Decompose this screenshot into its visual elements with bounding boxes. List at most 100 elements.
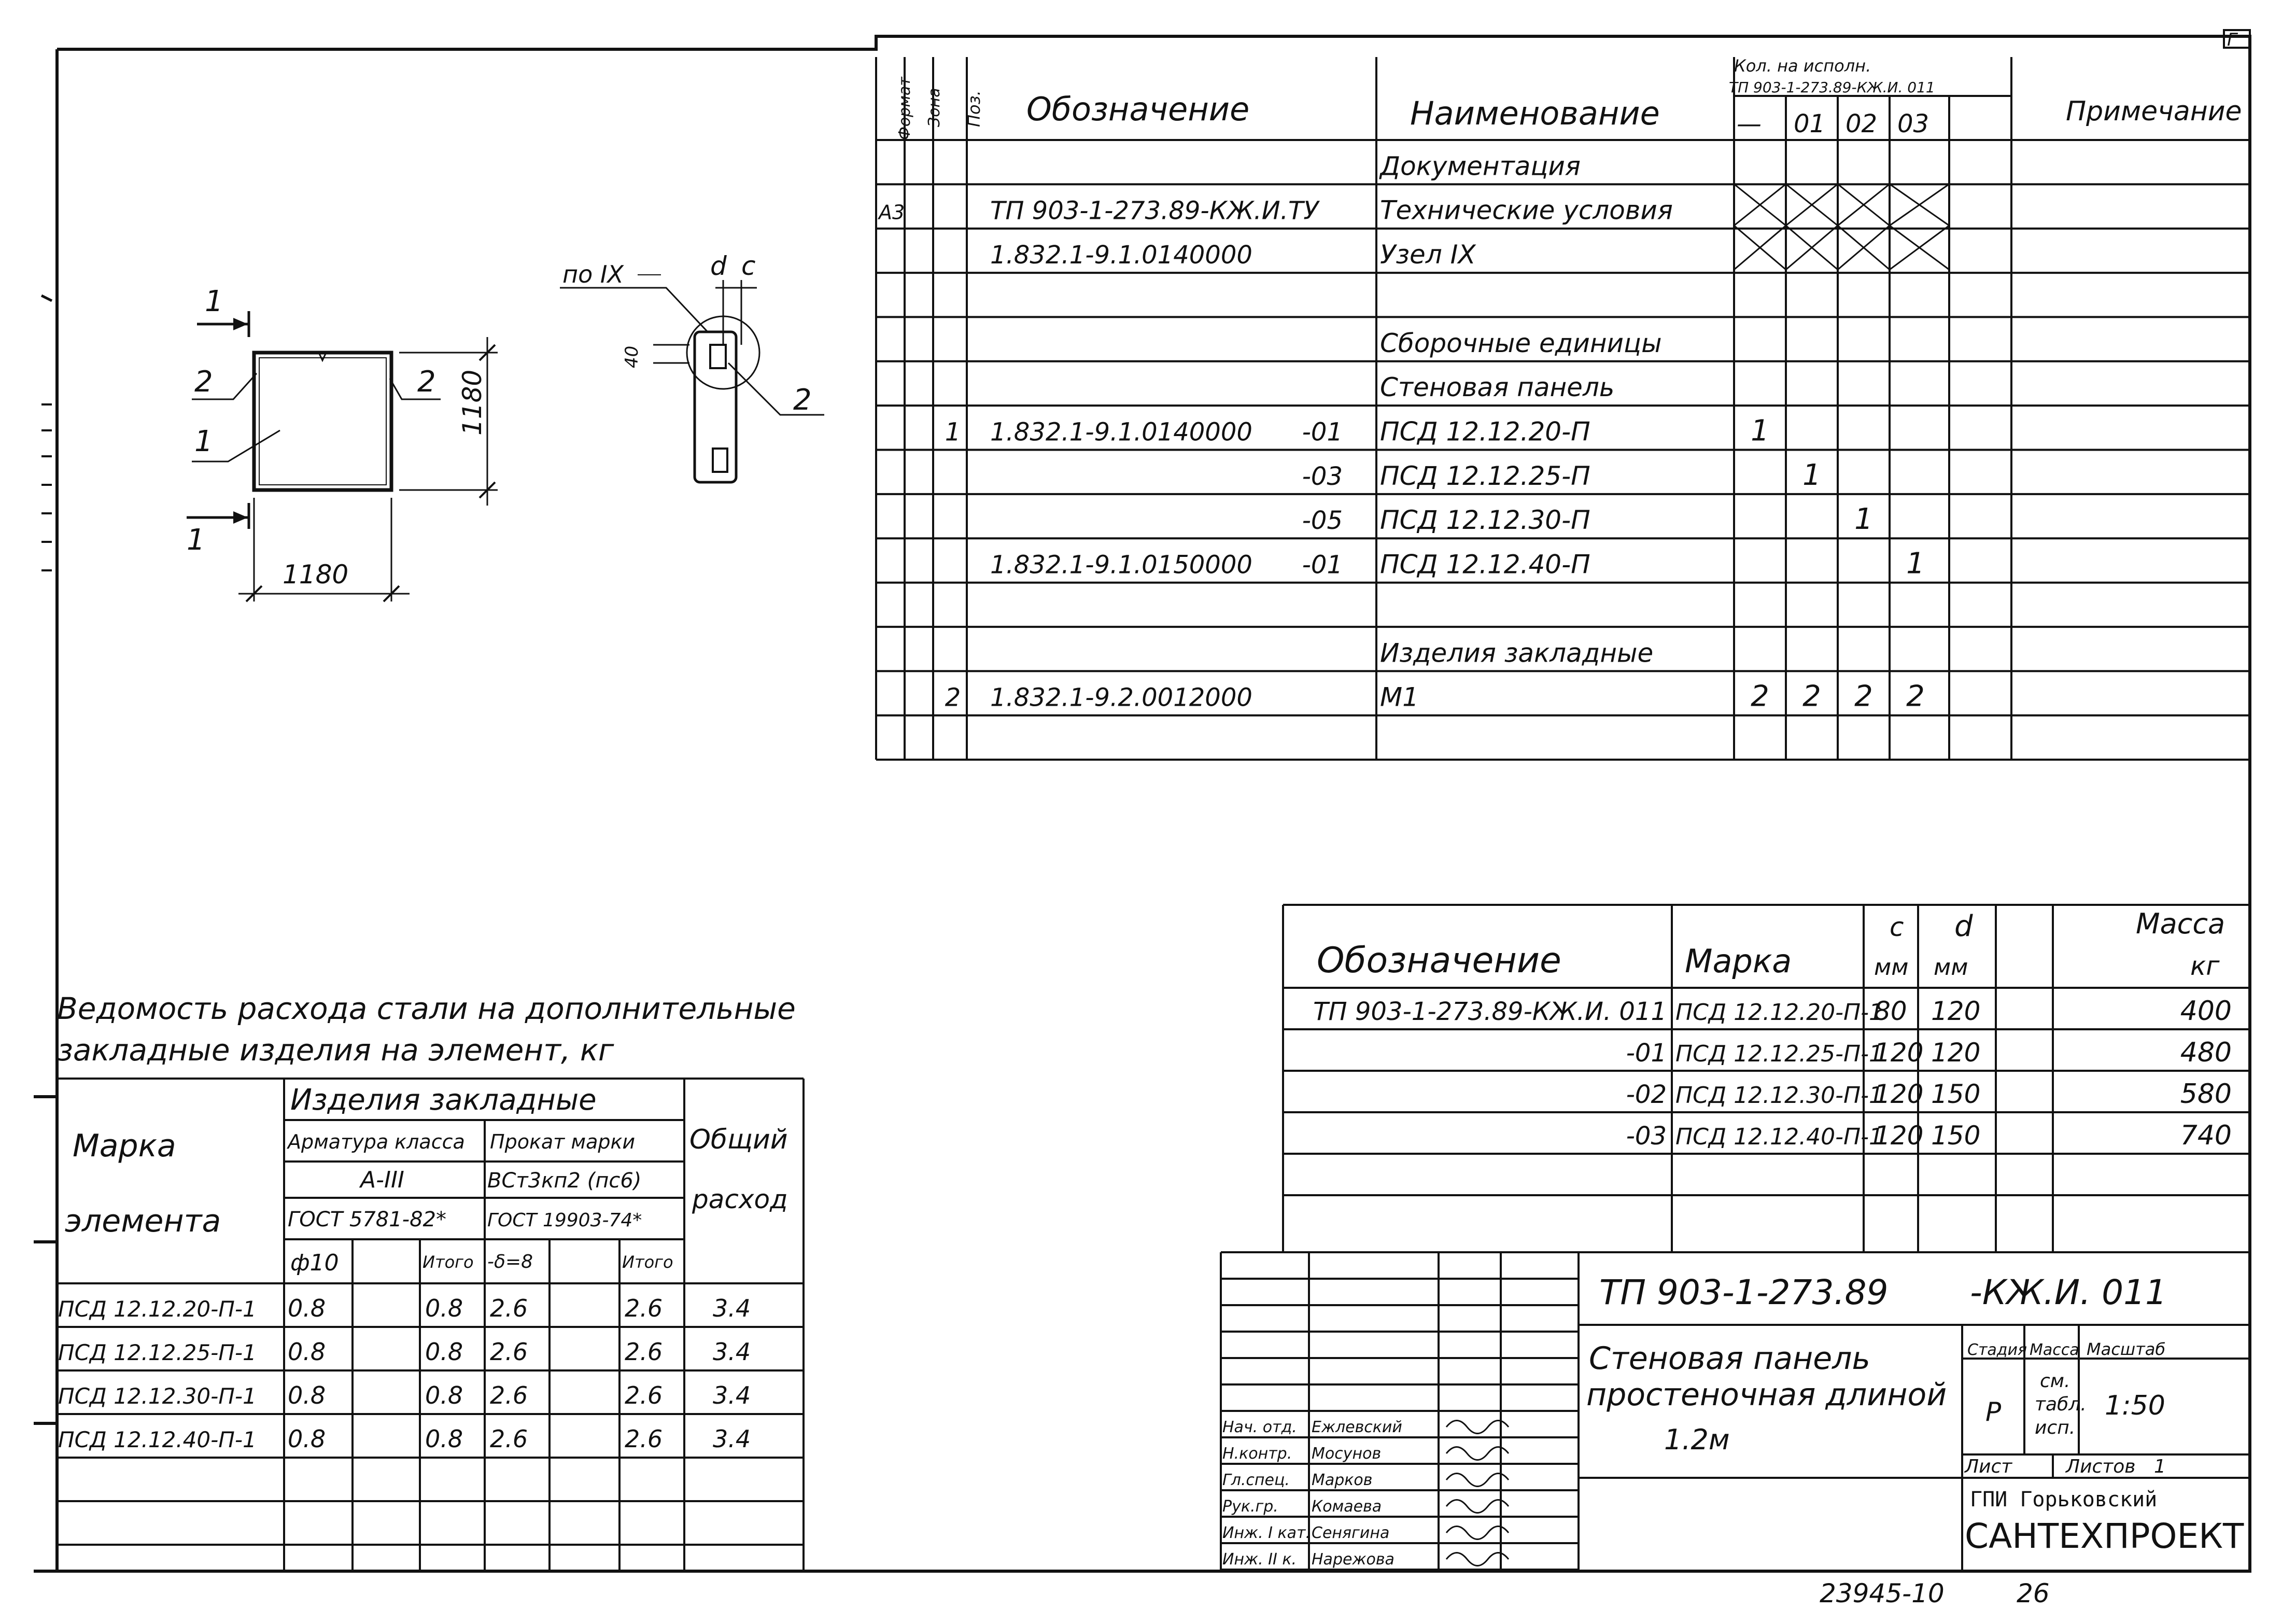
- spec-qty-cell: 1: [1906, 547, 1925, 581]
- marks-mass-cell: 740: [2180, 1120, 2232, 1151]
- spec-qty-cell: 2: [1751, 680, 1769, 713]
- tb-org-1: ГПИ Горьковский: [1970, 1488, 2157, 1512]
- steel-phi-cell: 0.8: [288, 1381, 326, 1409]
- tb-code: ТП 903-1-273.89: [1599, 1272, 1888, 1312]
- tb-role-cell: Инж. II к.: [1222, 1550, 1297, 1569]
- steel-header-embedded: Изделия закладные: [290, 1083, 597, 1117]
- dimension-width: 1180: [283, 559, 348, 590]
- tb-sheets: 1: [2154, 1456, 2166, 1477]
- node-leader-2: 2: [793, 383, 812, 417]
- spec-name-cell: Узел IX: [1380, 240, 1476, 270]
- steel-header-rebar-gost: ГОСТ 5781-82*: [288, 1208, 446, 1232]
- spec-suffix-cell: -05: [1302, 506, 1343, 535]
- qty-col-2: 01: [1794, 109, 1825, 138]
- steel-total-cell: 3.4: [713, 1425, 751, 1453]
- header-zone: Зона: [925, 88, 943, 127]
- spec-designation-cell: 1.832.1-9.1.0140000: [990, 418, 1252, 447]
- marks-d-cell: 150: [1931, 1079, 1980, 1109]
- marks-designation-cell: -02: [1626, 1080, 1667, 1109]
- marks-designation-cell: -01: [1626, 1039, 1667, 1068]
- signature-scribble: [1445, 1473, 1510, 1487]
- steel-mark-cell: ПСД 12.12.30-П-1: [58, 1383, 257, 1409]
- spec-name-cell: Стеновая панель: [1380, 372, 1614, 402]
- spec-pos-cell: 2: [945, 683, 961, 712]
- steel-delta-cell: 2.6: [490, 1338, 528, 1366]
- footer-page: 26: [2017, 1578, 2050, 1608]
- qty-col-1: —: [1737, 109, 1762, 138]
- spec-qty-cell: 2: [1906, 680, 1925, 713]
- spec-name-cell: ПСД 12.12.30-П: [1380, 505, 1590, 535]
- steel-header-rebar-class: А-III: [359, 1167, 404, 1193]
- signature-scribble: [1445, 1446, 1510, 1461]
- marks-mass-cell: 400: [2180, 996, 2232, 1027]
- steel-mark-cell: ПСД 12.12.25-П-1: [58, 1340, 257, 1365]
- dimension-d: d: [710, 251, 727, 281]
- tb-code-suffix: -КЖ.И. 011: [1970, 1272, 2167, 1312]
- footer-number: 23945-10: [1820, 1578, 1945, 1608]
- steel-delta-cell: 2.6: [490, 1294, 528, 1322]
- tb-surname-cell: Марков: [1312, 1471, 1372, 1489]
- panel-drawing: 1 1 2 2 1 1180 1180: [187, 285, 498, 603]
- marks-mass-cell: 580: [2180, 1079, 2232, 1110]
- steel-itogo1-cell: 0.8: [425, 1294, 463, 1322]
- steel-header-mark-1: Марка: [73, 1128, 176, 1164]
- node-reference: по IX: [562, 260, 624, 288]
- marks-c-cell: 120: [1874, 1038, 1923, 1068]
- steel-delta-cell: 2.6: [490, 1381, 528, 1409]
- marks-header-c: c: [1890, 912, 1904, 942]
- steel-header-delta: -δ=8: [487, 1251, 533, 1272]
- spec-suffix-cell: -01: [1302, 418, 1343, 447]
- corner-mark: Г: [2227, 30, 2238, 50]
- marks-header-mass-unit: кг: [2190, 951, 2220, 981]
- tb-mass-2: табл.: [2035, 1394, 2087, 1415]
- header-format: Формат: [896, 76, 914, 140]
- tb-role-cell: Рук.гр.: [1222, 1498, 1278, 1516]
- steel-total-cell: 3.4: [713, 1338, 751, 1366]
- spec-designation-cell: 1.832.1-9.1.0150000: [990, 551, 1252, 580]
- marks-c-cell: 120: [1874, 1121, 1923, 1151]
- tb-mass-label: Масса: [2030, 1341, 2079, 1359]
- header-name: Наименование: [1410, 94, 1660, 132]
- marks-header-c-unit: мм: [1874, 954, 1908, 981]
- tb-role-cell: Н.контр.: [1222, 1445, 1292, 1463]
- steel-header-rolled: Прокат марки: [490, 1130, 635, 1153]
- steel-itogo2-cell: 2.6: [625, 1381, 663, 1409]
- spec-designation-cell: 1.832.1-9.2.0012000: [990, 683, 1252, 712]
- leader-1: 1: [194, 425, 213, 458]
- spec-suffix-cell: -01: [1302, 551, 1343, 580]
- marks-designation-cell: -03: [1626, 1122, 1667, 1151]
- node-detail: по IX d c 40 2: [560, 251, 824, 484]
- marks-mark-cell: ПСД 12.12.30-П-1: [1675, 1082, 1883, 1109]
- steel-header-itogo-1: Итого: [422, 1252, 474, 1272]
- crossed-cells: [1734, 183, 1950, 271]
- steel-header-phi: ф10: [290, 1250, 339, 1276]
- steel-mark-cell: ПСД 12.12.20-П-1: [58, 1296, 257, 1322]
- panel-outline: [252, 351, 393, 492]
- steel-header-rebar: Арматура класса: [286, 1130, 465, 1153]
- marks-c-cell: 120: [1874, 1079, 1923, 1109]
- steel-title-line-1: Ведомость расхода стали на дополнительны…: [57, 991, 796, 1026]
- steel-delta-cell: 2.6: [490, 1425, 528, 1453]
- marks-d-cell: 120: [1931, 1038, 1980, 1068]
- spec-designation-cell: ТП 903-1-273.89-КЖ.И.ТУ: [990, 197, 1320, 226]
- spec-suffix-cell: -03: [1302, 462, 1343, 491]
- tb-name-line-3: 1.2м: [1664, 1423, 1730, 1456]
- header-pos: Поз.: [964, 90, 984, 127]
- tb-name-line-2: простеночная длиной: [1586, 1377, 1947, 1413]
- marks-header-d: d: [1954, 910, 1973, 943]
- spec-name-cell: Сборочные единицы: [1380, 328, 1662, 358]
- spec-qty-cell: 1: [1751, 414, 1769, 448]
- qty-col-4: 03: [1897, 109, 1929, 138]
- dimension-c: c: [741, 251, 756, 281]
- dimension-40: 40: [622, 346, 642, 368]
- title-block-grid: [1220, 1251, 2250, 1571]
- spec-name-cell: Документация: [1379, 151, 1581, 181]
- tb-org-2: САНТЕХПРОЕКТ: [1965, 1516, 2244, 1556]
- sheet-frame: Г: [34, 29, 2251, 1573]
- leader-2-left: 2: [194, 365, 213, 399]
- tb-role-cell: Инж. I кат.: [1222, 1524, 1311, 1542]
- spec-name-cell: М1: [1380, 682, 1419, 712]
- tb-stage-label: Стадия: [1967, 1341, 2027, 1359]
